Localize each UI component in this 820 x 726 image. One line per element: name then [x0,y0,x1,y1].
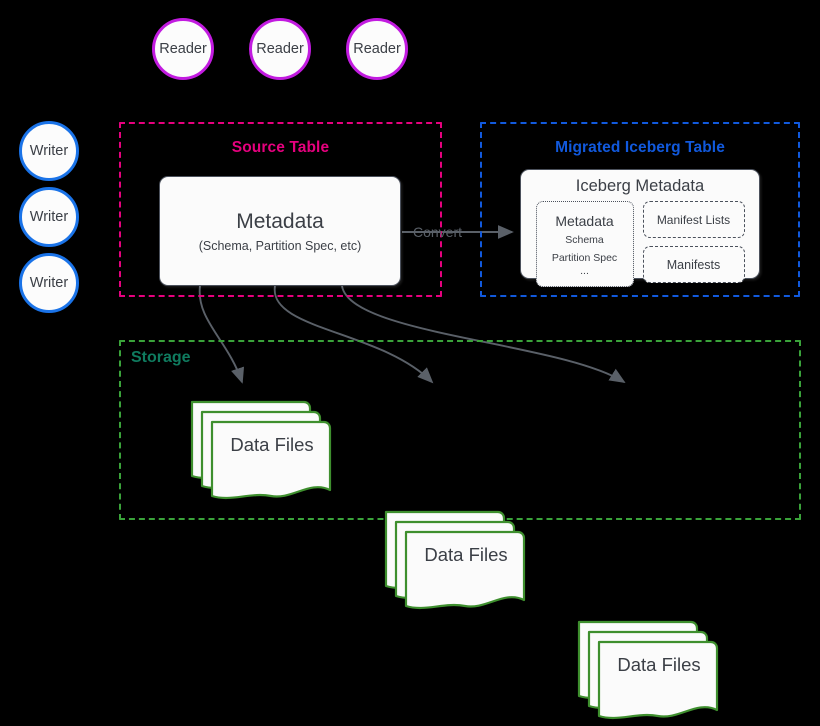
data-files-label: Data Files [617,654,701,675]
writer-node-3[interactable]: Writer [19,253,79,313]
reader-label: Reader [256,41,304,57]
iceberg-table-group: Migrated Iceberg Table [480,122,800,297]
reader-node-1[interactable]: Reader [152,18,214,80]
source-metadata-box[interactable]: Metadata (Schema, Partition Spec, etc) [159,176,401,286]
iceberg-metadata-partition-spec: Partition Spec [551,251,618,264]
data-files-stack-2[interactable]: Data Files [382,506,532,616]
data-files-icon [190,400,332,500]
data-files-label: Data Files [230,434,314,455]
reader-label: Reader [353,41,401,57]
writer-node-1[interactable]: Writer [19,121,79,181]
iceberg-table-title: Migrated Iceberg Table [555,139,725,156]
manifests-label: Manifests [666,257,721,272]
iceberg-metadata-ellipsis: ... [580,264,589,277]
source-table-group: Source Table [119,122,442,297]
iceberg-metadata-box[interactable]: Iceberg Metadata Metadata Schema Partiti… [520,169,760,287]
manifest-lists-label: Manifest Lists [656,212,731,227]
source-metadata-title: Metadata [236,210,324,233]
storage-title: Storage [131,349,191,366]
iceberg-metadata-schema: Schema [565,233,604,246]
writer-label: Writer [29,275,69,291]
iceberg-manifest-column: Manifest Lists Manifests [642,201,745,283]
iceberg-metadata-header: Iceberg Metadata [575,177,705,195]
reader-node-2[interactable]: Reader [249,18,311,80]
manifests-box[interactable]: Manifests [642,246,745,283]
writer-node-2[interactable]: Writer [19,187,79,247]
source-metadata-subtitle: (Schema, Partition Spec, etc) [198,239,362,253]
reader-node-3[interactable]: Reader [346,18,408,80]
data-files-stack-3[interactable]: Data Files [575,616,725,726]
diagram-canvas: Reader Reader Reader Writer Writer Write… [19,18,801,720]
convert-edge-label: Convert [413,224,463,240]
iceberg-metadata-columns: Metadata Schema Partition Spec ... Manif… [521,201,759,287]
source-table-title: Source Table [231,139,330,156]
iceberg-metadata-subbox-title: Metadata [555,212,614,229]
reader-label: Reader [159,41,207,57]
data-files-stack-1[interactable]: Data Files [188,396,338,506]
writer-label: Writer [29,143,69,159]
writer-label: Writer [29,209,69,225]
iceberg-metadata-subbox[interactable]: Metadata Schema Partition Spec ... [535,201,634,287]
data-files-label: Data Files [424,544,508,565]
manifest-lists-box[interactable]: Manifest Lists [642,201,745,238]
